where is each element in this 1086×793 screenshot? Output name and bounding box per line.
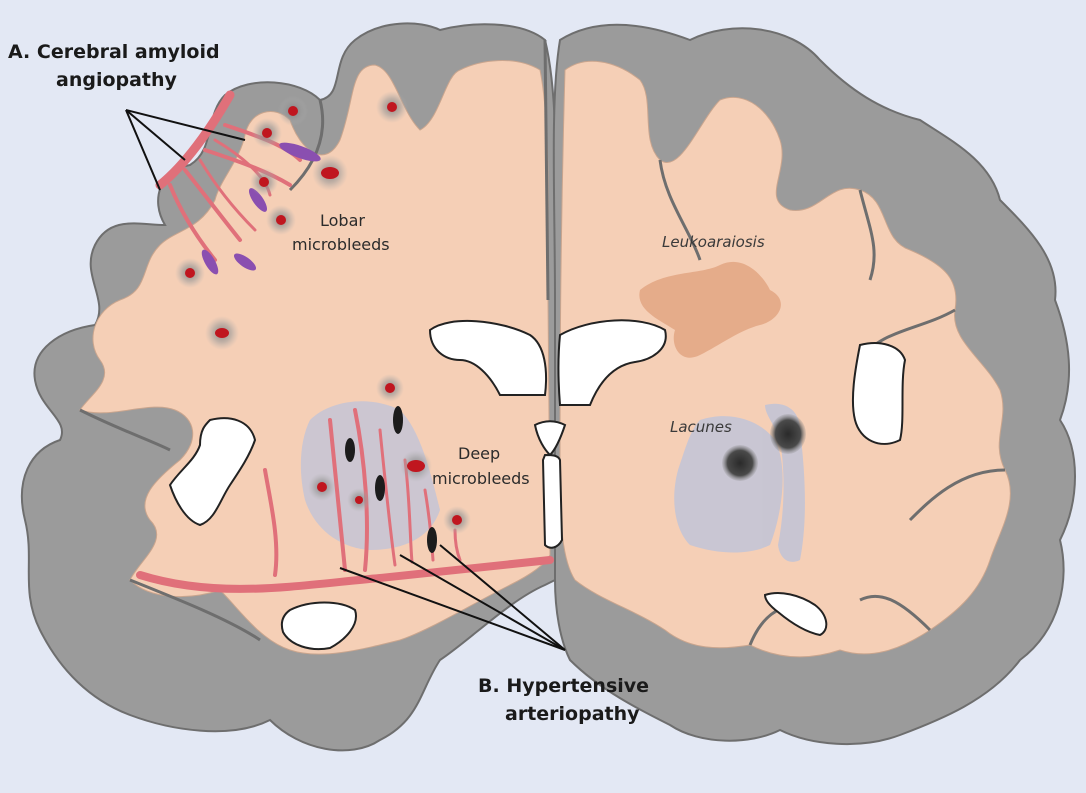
ht-label-line1: B. Hypertensive	[478, 675, 649, 697]
caa-label-line1: A. Cerebral amyloid	[8, 41, 220, 63]
right-insula-gap	[853, 343, 905, 444]
deep-label-line1: Deep	[458, 444, 500, 463]
ht-label-line2: arteriopathy	[505, 703, 640, 725]
lacunes-label: Lacunes	[670, 418, 732, 436]
lobar-label-line1: Lobar	[320, 211, 365, 230]
deep-label-line2: microbleeds	[432, 469, 530, 488]
leukoaraiosis-label: Leukoaraiosis	[662, 233, 765, 251]
caa-label-line2: angiopathy	[56, 69, 178, 91]
lobar-label-line2: microbleeds	[292, 235, 390, 254]
